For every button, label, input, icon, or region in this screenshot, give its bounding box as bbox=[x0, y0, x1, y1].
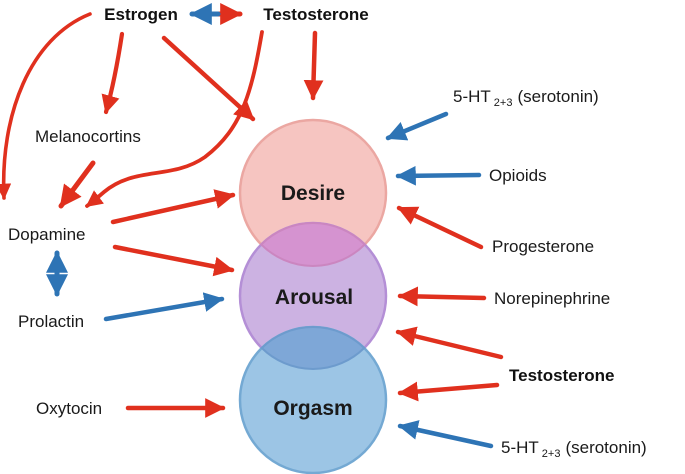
arrow-estrogen-to-melanocortins bbox=[101, 31, 125, 115]
arrow-testosterone-right-to-orgasm bbox=[397, 381, 500, 402]
arrow-progesterone-to-desire bbox=[396, 205, 484, 250]
oxytocin-label: Oxytocin bbox=[36, 399, 102, 418]
testosterone-top-label: Testosterone bbox=[263, 5, 369, 24]
arrow-testosterone-to-dopamine bbox=[85, 30, 264, 208]
arrow-testosterone-to-desire bbox=[303, 30, 324, 101]
serotonin-bottom-post: (serotonin) bbox=[565, 438, 646, 457]
serotonin-bottom-subscript: 2+3 bbox=[542, 448, 561, 460]
arrow-testosterone-right-to-arousal bbox=[395, 326, 504, 360]
arrow-melanocortins-to-dopamine bbox=[58, 160, 96, 209]
orgasm-label: Orgasm bbox=[273, 397, 352, 420]
opioids-label: Opioids bbox=[489, 166, 547, 185]
norepinephrine-label: Norepinephrine bbox=[494, 289, 610, 308]
arrow-estrogen-to-dopamine bbox=[0, 12, 92, 200]
arrow-opioids-to-desire bbox=[395, 165, 482, 186]
dopamine-label: Dopamine bbox=[8, 225, 86, 244]
arrow-prolactin-to-arousal bbox=[103, 292, 225, 322]
arrow-serotonin-top-to-desire bbox=[385, 111, 449, 141]
arrow-dopamine-to-desire bbox=[110, 189, 236, 225]
arrow-serotonin-bottom-to-orgasm bbox=[397, 420, 494, 449]
melanocortins-label: Melanocortins bbox=[35, 127, 141, 146]
arrow-norepinephrine-to-arousal bbox=[397, 286, 487, 307]
desire-arousal-overlap bbox=[259, 222, 367, 267]
testosterone-right-label: Testosterone bbox=[509, 366, 615, 385]
estrogen-label: Estrogen bbox=[104, 5, 178, 24]
serotonin-top-post: (serotonin) bbox=[517, 87, 598, 106]
arousal-label: Arousal bbox=[275, 286, 353, 309]
arrow-estrogen-to-desire bbox=[161, 35, 256, 122]
serotonin-top-subscript: 2+3 bbox=[494, 97, 513, 109]
serotonin-top-pre: 5-HT bbox=[453, 87, 491, 106]
prolactin-label: Prolactin bbox=[18, 312, 84, 331]
serotonin-bottom-pre: 5-HT bbox=[501, 438, 539, 457]
desire-label: Desire bbox=[281, 182, 345, 205]
progesterone-label: Progesterone bbox=[492, 237, 594, 256]
arousal-orgasm-overlap bbox=[260, 326, 366, 370]
arrow-dopamine-to-arousal bbox=[112, 244, 235, 277]
